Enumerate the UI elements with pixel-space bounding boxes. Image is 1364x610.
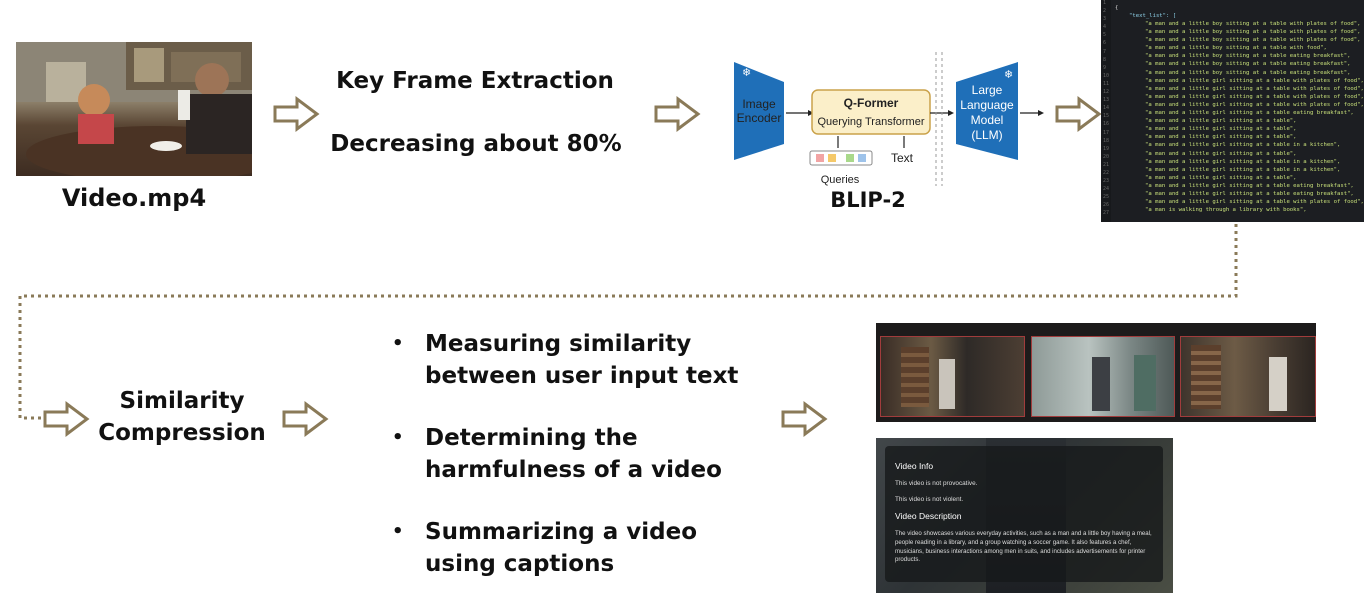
selected-frames-strip (876, 323, 1316, 422)
caption-line: "a man and a little boy sitting at a tab… (1145, 61, 1351, 68)
bullet-icon: • (392, 427, 404, 448)
list-item: • Measuring similarity between user inpu… (392, 328, 792, 392)
caption-line: "a man and a little boy sitting at a tab… (1145, 29, 1361, 36)
video-frame (880, 336, 1025, 417)
caption-line: "a man and a little boy sitting at a tab… (1145, 21, 1361, 27)
snowflake-icon: ❄ (742, 67, 751, 79)
caption-line: "a man and a little boy sitting at a tab… (1145, 53, 1351, 60)
bullet-text: Summarizing a video using captions (425, 519, 698, 577)
video-info-card: Video Info This video is not provocative… (885, 446, 1163, 582)
queries-label: Queries (821, 174, 860, 186)
image-encoder-shape (734, 62, 784, 160)
caption-line: "a man is walking through a library with… (1145, 207, 1307, 214)
arrow-right-icon (273, 96, 320, 132)
qformer-box (811, 89, 931, 135)
key-frame-title: Key Frame Extraction (336, 68, 614, 94)
bullet-icon: • (392, 521, 404, 542)
arrow-right-icon (1055, 96, 1102, 132)
code-key: "text_list": [ (1129, 13, 1177, 19)
video-info-title: Video Info (895, 461, 934, 471)
caption-line: "a man and a little girl sitting at a ta… (1145, 190, 1354, 197)
caption-line: "a man and a little girl sitting at a ta… (1145, 182, 1354, 189)
feature-list: • Measuring similarity between user inpu… (392, 328, 792, 610)
caption-line: "a man and a little boy sitting at a tab… (1145, 37, 1361, 44)
qformer-subtitle: Querying Transformer (818, 116, 925, 128)
caption-line: "a man and a little boy sitting at a tab… (1145, 45, 1327, 52)
queries-box (809, 150, 873, 166)
caption-line: "a man and a little girl sitting at a ta… (1145, 126, 1297, 133)
caption-lines: "a man and a little boy sitting at a tab… (1145, 20, 1364, 214)
snowflake-icon: ❄ (1004, 69, 1013, 81)
caption-line: "a man and a little girl sitting at a ta… (1145, 150, 1297, 157)
caption-line: "a man and a little girl sitting at a ta… (1145, 166, 1341, 173)
caption-line: "a man and a little girl sitting at a ta… (1145, 110, 1354, 117)
text-input-label: Text (891, 151, 914, 165)
caption-line: "a man and a little girl sitting at a ta… (1145, 158, 1341, 165)
caption-line: "a man and a little girl sitting at a ta… (1145, 118, 1297, 125)
video-thumbnail (16, 42, 252, 176)
qformer-title: Q-Former (844, 96, 899, 110)
bullet-text: Determining the harmfulness of a video (425, 425, 722, 483)
list-item: • Determining the harmfulness of a video (392, 422, 792, 486)
bullet-text: Measuring similarity between user input … (425, 331, 739, 389)
video-frame (1031, 336, 1175, 417)
caption-line: "a man and a little boy sitting at a tab… (1145, 69, 1351, 76)
code-open-brace: { (1115, 5, 1119, 11)
arrow-right-icon (43, 401, 90, 437)
video-description-title: Video Description (895, 511, 962, 521)
arrow-right-icon (282, 401, 329, 437)
list-item: • Summarizing a video using captions (392, 516, 792, 580)
video-info-panel: Video Info This video is not provocative… (876, 438, 1173, 593)
bullet-icon: • (392, 333, 404, 354)
caption-line: "a man and a little girl sitting at a ta… (1145, 93, 1364, 100)
reduction-note: Decreasing about 80% (330, 131, 622, 157)
violence-status: This video is not violent. (895, 496, 964, 503)
video-label: Video.mp4 (61, 184, 207, 212)
video-description-text: The video showcases various everyday act… (895, 530, 1152, 564)
llm-shape (956, 62, 1018, 160)
video-frame (1180, 336, 1316, 417)
caption-line: "a man and a little girl sitting at a ta… (1145, 101, 1364, 108)
caption-line: "a man and a little girl sitting at a ta… (1145, 142, 1341, 149)
blip2-label: BLIP-2 (830, 188, 906, 212)
provocative-status: This video is not provocative. (895, 480, 978, 487)
caption-line: "a man and a little girl sitting at a ta… (1145, 174, 1297, 181)
caption-line: "a man and a little girl sitting at a ta… (1145, 134, 1297, 141)
dotted-connector (18, 224, 1238, 420)
caption-line: "a man and a little girl sitting at a ta… (1145, 199, 1364, 206)
arrow-right-icon (781, 401, 828, 437)
similarity-compression-label: Similarity Compression (98, 388, 266, 446)
caption-line: "a man and a little girl sitting at a ta… (1145, 85, 1364, 92)
arrow-right-icon (654, 96, 701, 132)
caption-line: "a man and a little girl sitting at a ta… (1145, 77, 1364, 84)
